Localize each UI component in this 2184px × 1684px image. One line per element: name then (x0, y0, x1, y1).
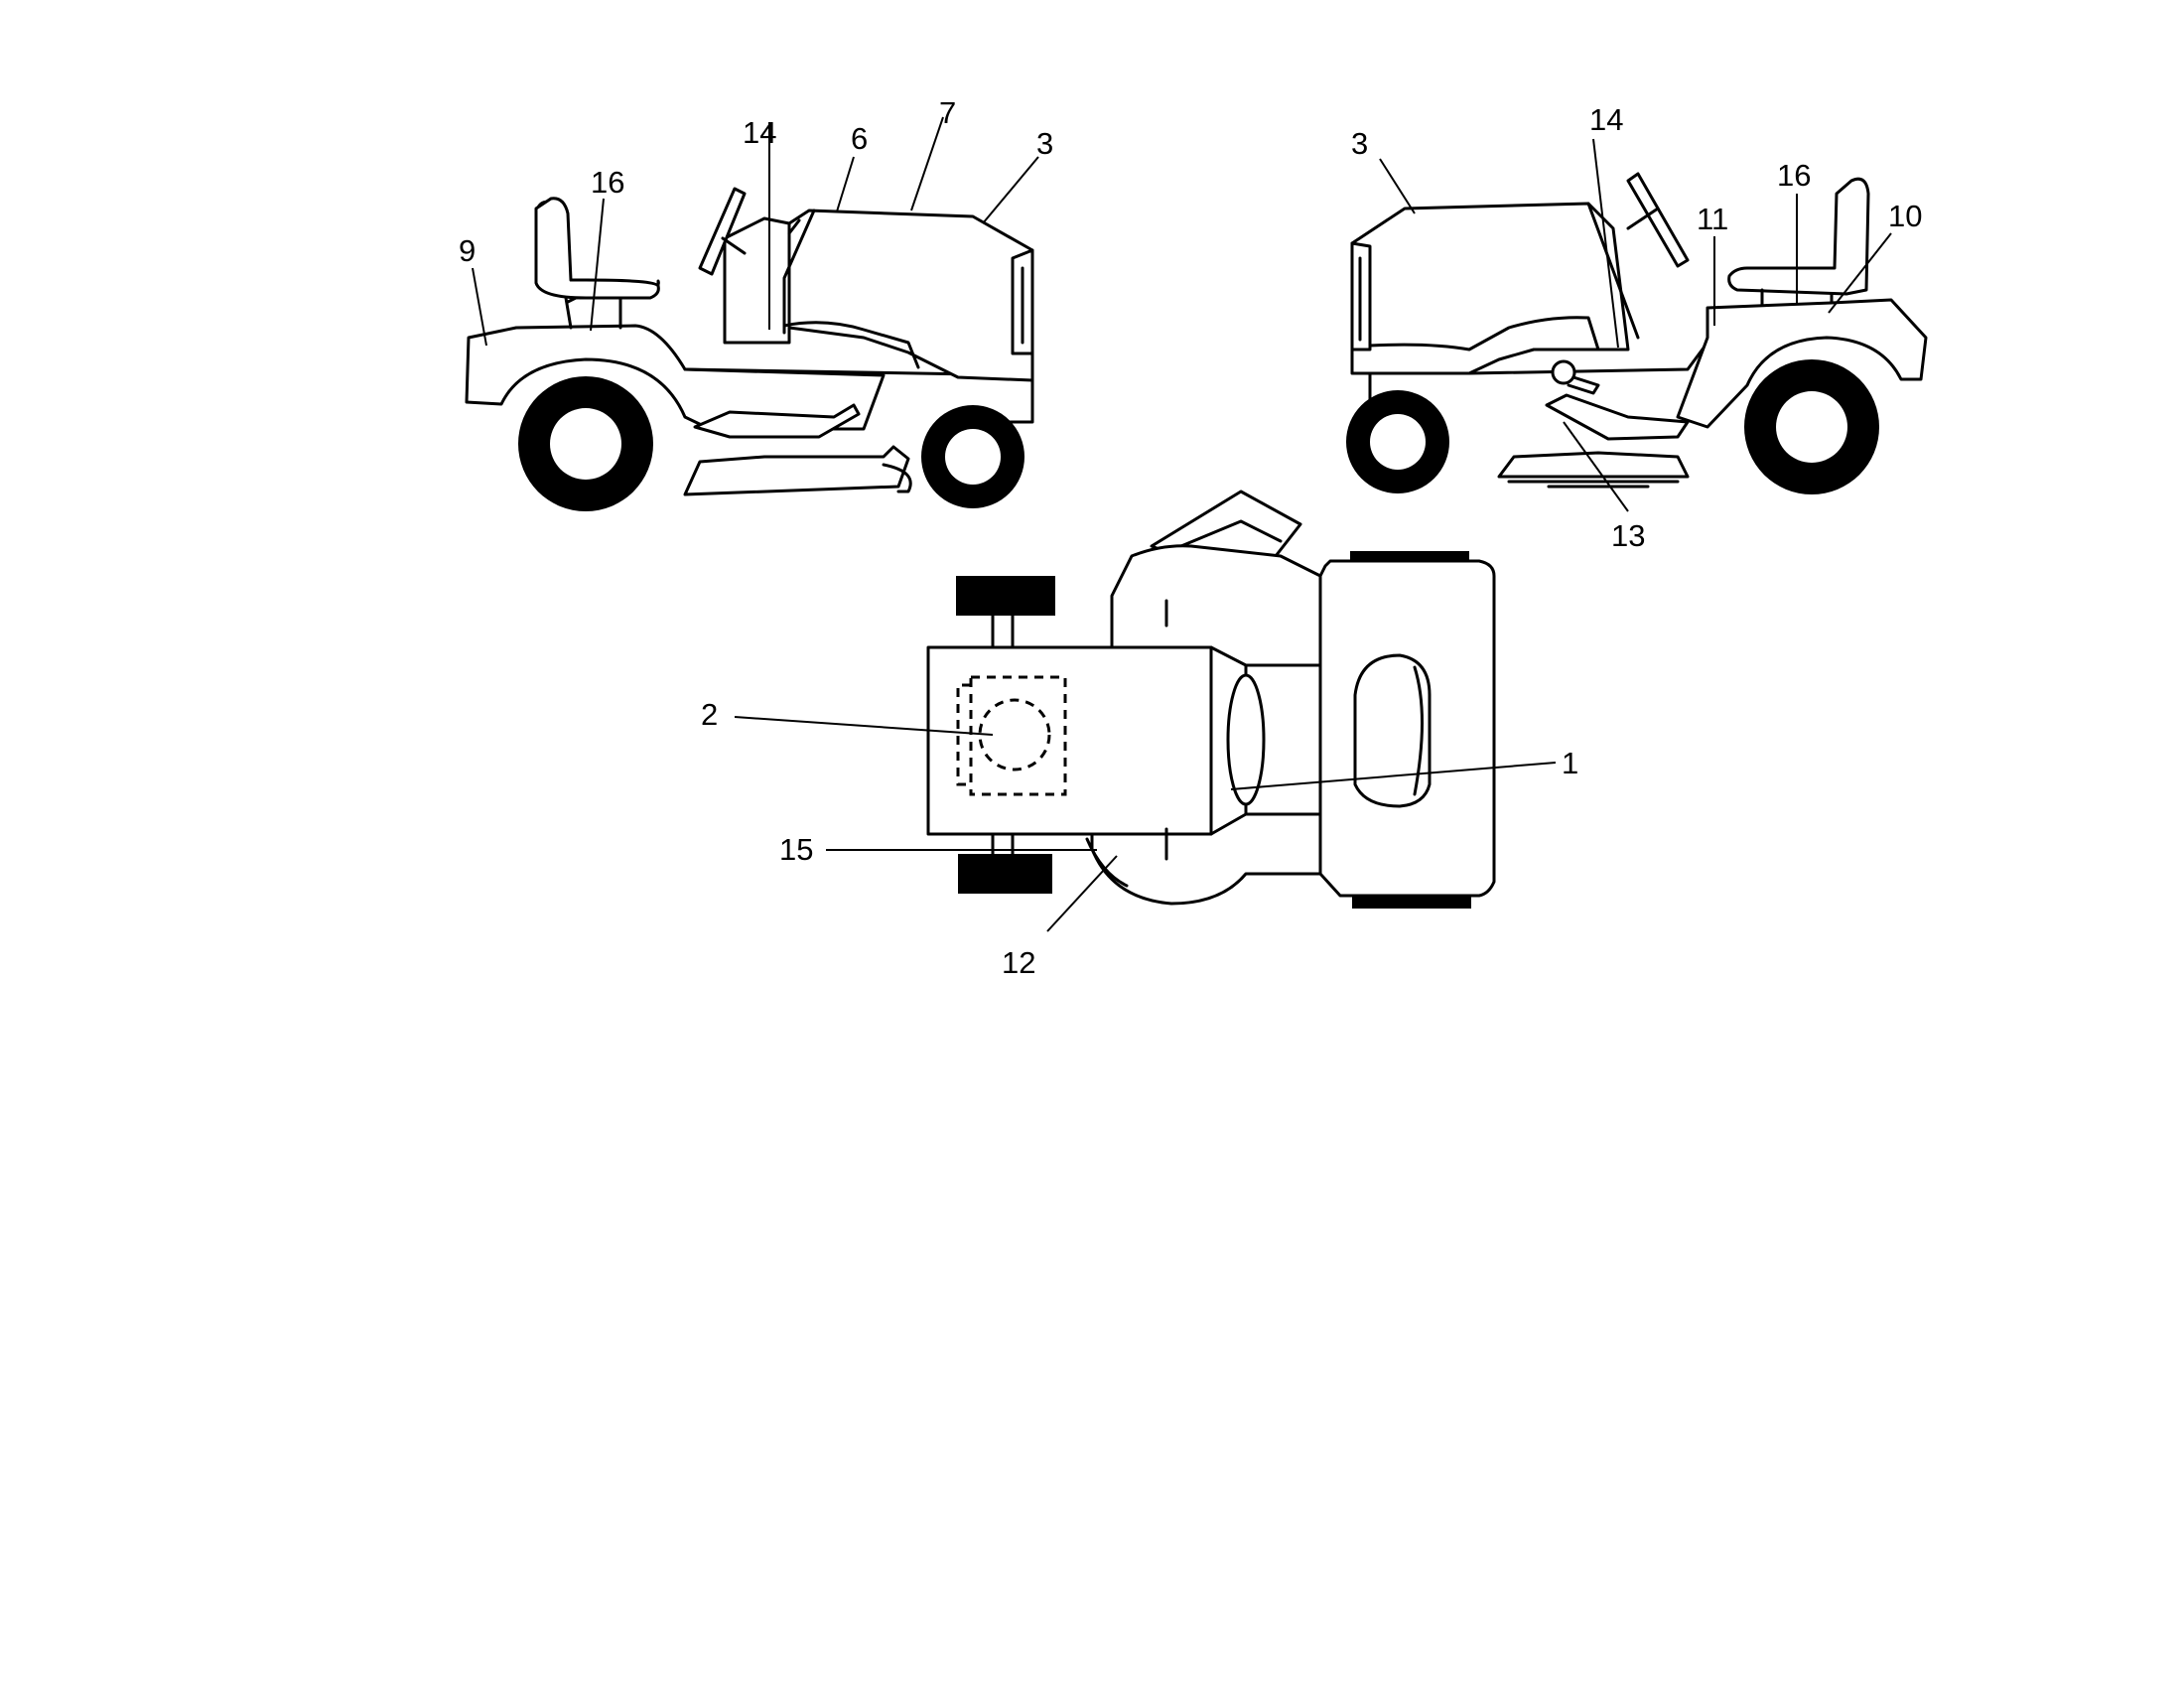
left-view-callouts: 9 16 14 6 7 3 (459, 95, 1053, 268)
tractor-right-side-view (1346, 172, 1928, 494)
callout-9-left: 9 (459, 233, 476, 268)
callout-14-right: 14 (1589, 102, 1623, 137)
callout-2-top: 2 (701, 697, 718, 732)
callout-1-top: 1 (1562, 746, 1578, 780)
callout-3-left: 3 (1036, 126, 1053, 161)
callout-10-right: 10 (1888, 199, 1922, 233)
callout-6-left: 6 (851, 121, 868, 156)
callout-14-left: 14 (743, 115, 776, 150)
callout-12-top: 12 (1002, 945, 1035, 980)
top-view-leader-lines (734, 716, 1557, 932)
callout-16-left: 16 (591, 165, 624, 200)
tractor-left-side-view (465, 187, 1034, 511)
right-view-callouts: 3 14 11 16 10 13 (1351, 102, 1922, 553)
callout-13-right: 13 (1611, 518, 1645, 553)
callout-11-right: 11 (1697, 202, 1728, 236)
right-view-leader-lines (1379, 138, 1892, 512)
left-view-leader-lines (472, 116, 1039, 347)
tractor-top-view (926, 490, 1496, 909)
top-view-callouts: 2 15 12 1 (701, 697, 1578, 980)
callout-16-right: 16 (1777, 158, 1811, 193)
callout-15-top: 15 (779, 832, 813, 867)
callout-7-left: 7 (939, 95, 956, 130)
callout-3-right: 3 (1351, 126, 1368, 161)
